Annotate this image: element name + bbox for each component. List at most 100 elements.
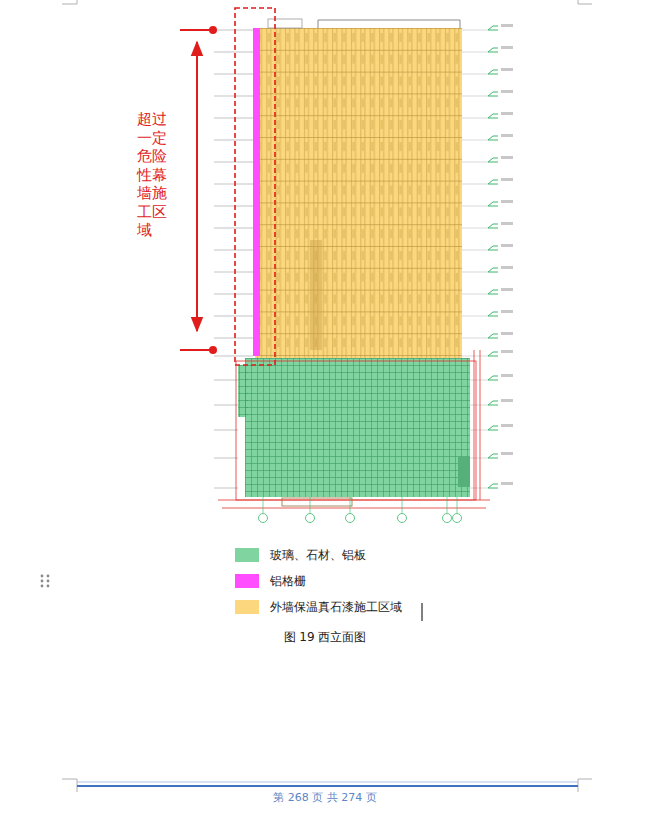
grid-line <box>457 497 458 513</box>
level-line <box>462 294 488 295</box>
aluminium-grille <box>253 28 260 356</box>
grid-bubble <box>453 514 462 523</box>
level-tag <box>501 134 513 137</box>
level-tag <box>501 244 513 247</box>
level-tag <box>501 399 513 402</box>
level-line <box>214 356 253 357</box>
legend-swatch <box>235 600 259 614</box>
level-line <box>214 316 253 317</box>
level-line <box>214 206 253 207</box>
base-lines <box>218 350 490 508</box>
level-tag <box>501 374 513 377</box>
level-marker <box>488 158 498 162</box>
grid-bubble <box>398 514 407 523</box>
grid-bubble <box>346 514 355 523</box>
level-line <box>214 96 253 97</box>
level-tag <box>501 424 513 427</box>
level-marker <box>488 484 498 488</box>
grid-bubble <box>443 514 452 523</box>
level-marker <box>488 180 498 184</box>
page-number: 第 268 页 共 274 页 <box>0 790 650 805</box>
level-line <box>214 118 253 119</box>
level-marker <box>488 70 498 74</box>
level-tag <box>501 332 513 335</box>
level-marker <box>488 454 498 458</box>
level-tag <box>501 112 513 115</box>
level-marker <box>488 48 498 52</box>
grid-bubble <box>306 514 315 523</box>
danger-zone-frame <box>235 8 275 365</box>
corner-marks <box>62 0 592 792</box>
level-marker <box>488 352 498 356</box>
level-marker <box>488 376 498 380</box>
level-tag <box>501 350 513 353</box>
tower-facade <box>255 28 462 358</box>
level-marker <box>488 334 498 338</box>
level-tag <box>501 266 513 269</box>
footer-rule <box>77 782 578 786</box>
legend-swatch <box>235 548 259 562</box>
podium-facade <box>238 365 248 417</box>
grid-line <box>350 497 351 513</box>
level-line <box>462 316 488 317</box>
level-line <box>214 52 253 53</box>
parapet <box>318 20 460 28</box>
level-line <box>214 430 238 431</box>
grid-line <box>447 497 448 513</box>
level-marker <box>488 26 498 30</box>
legend-text: 铝格栅 <box>270 574 306 589</box>
level-marker <box>488 202 498 206</box>
level-tag <box>501 90 513 93</box>
parapet <box>268 19 302 28</box>
level-tag <box>501 46 513 49</box>
grid-line <box>310 497 311 513</box>
level-tag <box>501 156 513 159</box>
level-line <box>214 30 253 31</box>
level-line <box>462 228 488 229</box>
level-marker <box>488 92 498 96</box>
level-line <box>462 118 488 119</box>
level-line <box>214 228 253 229</box>
level-line <box>462 96 488 97</box>
level-line <box>462 250 488 251</box>
level-line <box>462 272 488 273</box>
grid-line <box>402 497 403 513</box>
level-tag <box>501 178 513 181</box>
zone-note: 超过一定危险性幕墙施工区域 <box>137 110 168 240</box>
level-tag <box>501 222 513 225</box>
level-tag <box>501 24 513 27</box>
level-marker <box>488 268 498 272</box>
level-line <box>462 338 488 339</box>
level-marker <box>488 401 498 405</box>
level-marker <box>488 246 498 250</box>
level-line <box>214 74 253 75</box>
level-marker <box>488 312 498 316</box>
level-line <box>214 488 238 489</box>
level-marker <box>488 224 498 228</box>
level-line <box>462 356 488 357</box>
podium-facade <box>245 358 470 497</box>
tower-windows <box>255 28 462 358</box>
level-line <box>214 184 253 185</box>
level-marker <box>488 136 498 140</box>
level-tag <box>501 482 513 485</box>
zone-arrow <box>180 26 217 354</box>
podium-outline <box>236 361 476 500</box>
podium-grid <box>245 358 470 497</box>
text-cursor <box>422 603 423 621</box>
level-line <box>462 206 488 207</box>
level-line <box>214 338 253 339</box>
grid-line <box>263 497 264 513</box>
level-line <box>214 250 253 251</box>
level-line <box>214 140 253 141</box>
tower-shade <box>310 240 322 350</box>
level-tag <box>501 452 513 455</box>
figure-caption: 图 19 西立面图 <box>0 629 650 646</box>
level-tag <box>501 310 513 313</box>
grid-bubble <box>259 514 268 523</box>
grid-axes <box>259 497 462 523</box>
level-marker <box>488 114 498 118</box>
level-line <box>214 458 238 459</box>
